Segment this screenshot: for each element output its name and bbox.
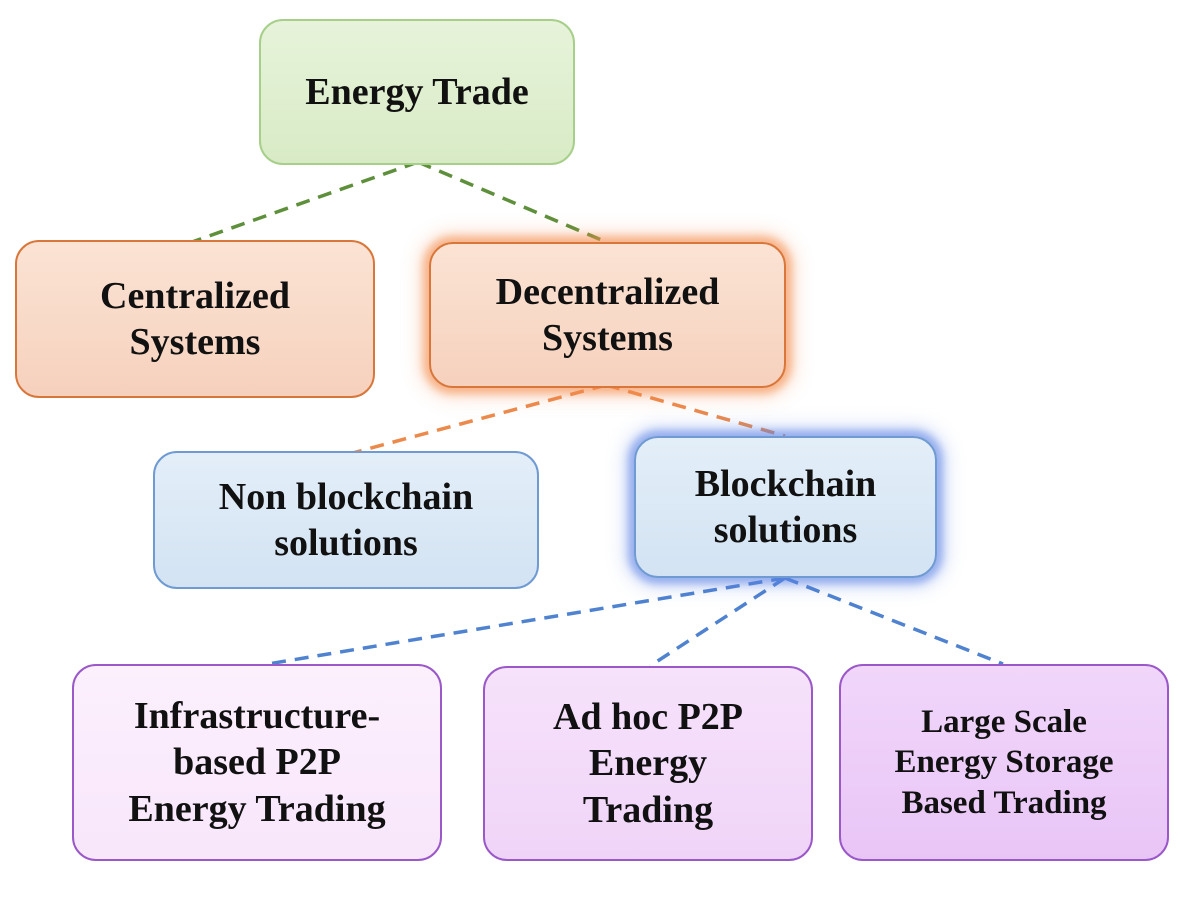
node-infrastructure-p2p: Infrastructure- based P2P Energy Trading bbox=[72, 664, 442, 861]
node-adhoc-p2p: Ad hoc P2P Energy Trading bbox=[483, 666, 813, 861]
node-adhoc-p2p-line-3: Trading bbox=[582, 788, 714, 831]
node-centralized-systems-line-1: Centralized bbox=[100, 274, 290, 317]
node-large-scale-storage-line-3: Based Trading bbox=[901, 784, 1107, 821]
edge-blockchain-to-adhoc bbox=[649, 576, 786, 668]
edge-decentralized-to-non-blockchain bbox=[344, 383, 607, 457]
node-adhoc-p2p-line-2: Energy bbox=[588, 742, 708, 785]
node-large-scale-storage-line-2: Energy Storage bbox=[894, 744, 1114, 781]
node-infrastructure-p2p-line-3: Energy Trading bbox=[128, 787, 386, 830]
node-non-blockchain-solutions-line-2: solutions bbox=[274, 522, 418, 564]
node-large-scale-storage: Large Scale Energy Storage Based Trading bbox=[839, 664, 1169, 861]
edge-blockchain-to-large-scale bbox=[784, 576, 1004, 666]
edge-energy-trade-to-decentralized bbox=[417, 160, 607, 244]
node-blockchain-solutions: Blockchain solutions bbox=[634, 436, 937, 578]
node-non-blockchain-solutions-line-1: Non blockchain bbox=[218, 475, 474, 518]
node-adhoc-p2p-line-1: Ad hoc P2P bbox=[553, 695, 743, 738]
node-blockchain-solutions-line-1: Blockchain bbox=[694, 462, 877, 505]
edge-energy-trade-to-centralized bbox=[191, 160, 419, 244]
edge-decentralized-to-blockchain bbox=[605, 383, 786, 438]
node-non-blockchain-solutions: Non blockchain solutions bbox=[153, 451, 539, 589]
edge-blockchain-to-infrastructure bbox=[267, 576, 786, 666]
node-centralized-systems-line-2: Systems bbox=[129, 321, 261, 363]
node-centralized-systems: Centralized Systems bbox=[15, 240, 375, 398]
node-decentralized-systems: Decentralized Systems bbox=[429, 242, 786, 388]
node-energy-trade-line-1: Energy Trade bbox=[305, 70, 529, 113]
node-large-scale-storage-line-1: Large Scale bbox=[921, 704, 1087, 741]
node-infrastructure-p2p-line-1: Infrastructure- bbox=[133, 694, 381, 737]
node-decentralized-systems-line-1: Decentralized bbox=[495, 270, 720, 313]
node-infrastructure-p2p-line-2: based P2P bbox=[173, 741, 341, 784]
node-energy-trade: Energy Trade bbox=[259, 19, 575, 165]
node-decentralized-systems-line-2: Systems bbox=[542, 317, 673, 359]
node-blockchain-solutions-line-2: solutions bbox=[713, 509, 858, 551]
